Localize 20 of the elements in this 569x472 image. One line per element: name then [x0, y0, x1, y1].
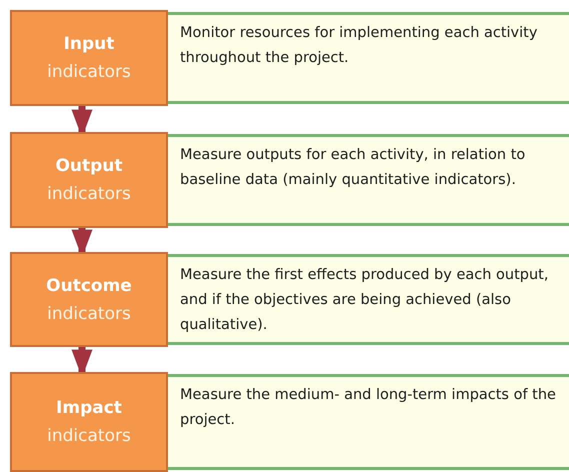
description-box — [168, 254, 569, 345]
indicator-title: Output — [55, 155, 123, 178]
description-box — [168, 374, 569, 470]
indicator-title: Outcome — [46, 274, 132, 298]
indicator-title: Impact — [56, 397, 122, 420]
indicator-box — [10, 132, 168, 228]
description-box — [168, 12, 569, 104]
description-box — [168, 134, 569, 226]
indicator-subtitle: indicators — [47, 425, 131, 448]
indicator-title: Input — [64, 33, 114, 56]
description-text: Measure the medium- and long-term impacts of the project. — [180, 386, 557, 430]
description-text: Measure outputs for each activity, in relation to baseline data (mainly quantitative indicators). — [180, 146, 526, 190]
description-text: Measure the first effects produced by each output, and if the objectives are being achieved (also qualitative). — [180, 266, 550, 335]
indicator-box — [10, 372, 168, 472]
indicator-subtitle: indicators — [47, 61, 131, 84]
indicator-subtitle: indicators — [47, 183, 131, 206]
indicator-box — [10, 252, 168, 347]
indicator-subtitle: indicators — [47, 302, 131, 326]
description-text: Monitor resources for implementing each activity throughout the project. — [180, 24, 538, 68]
indicator-box — [10, 10, 168, 106]
